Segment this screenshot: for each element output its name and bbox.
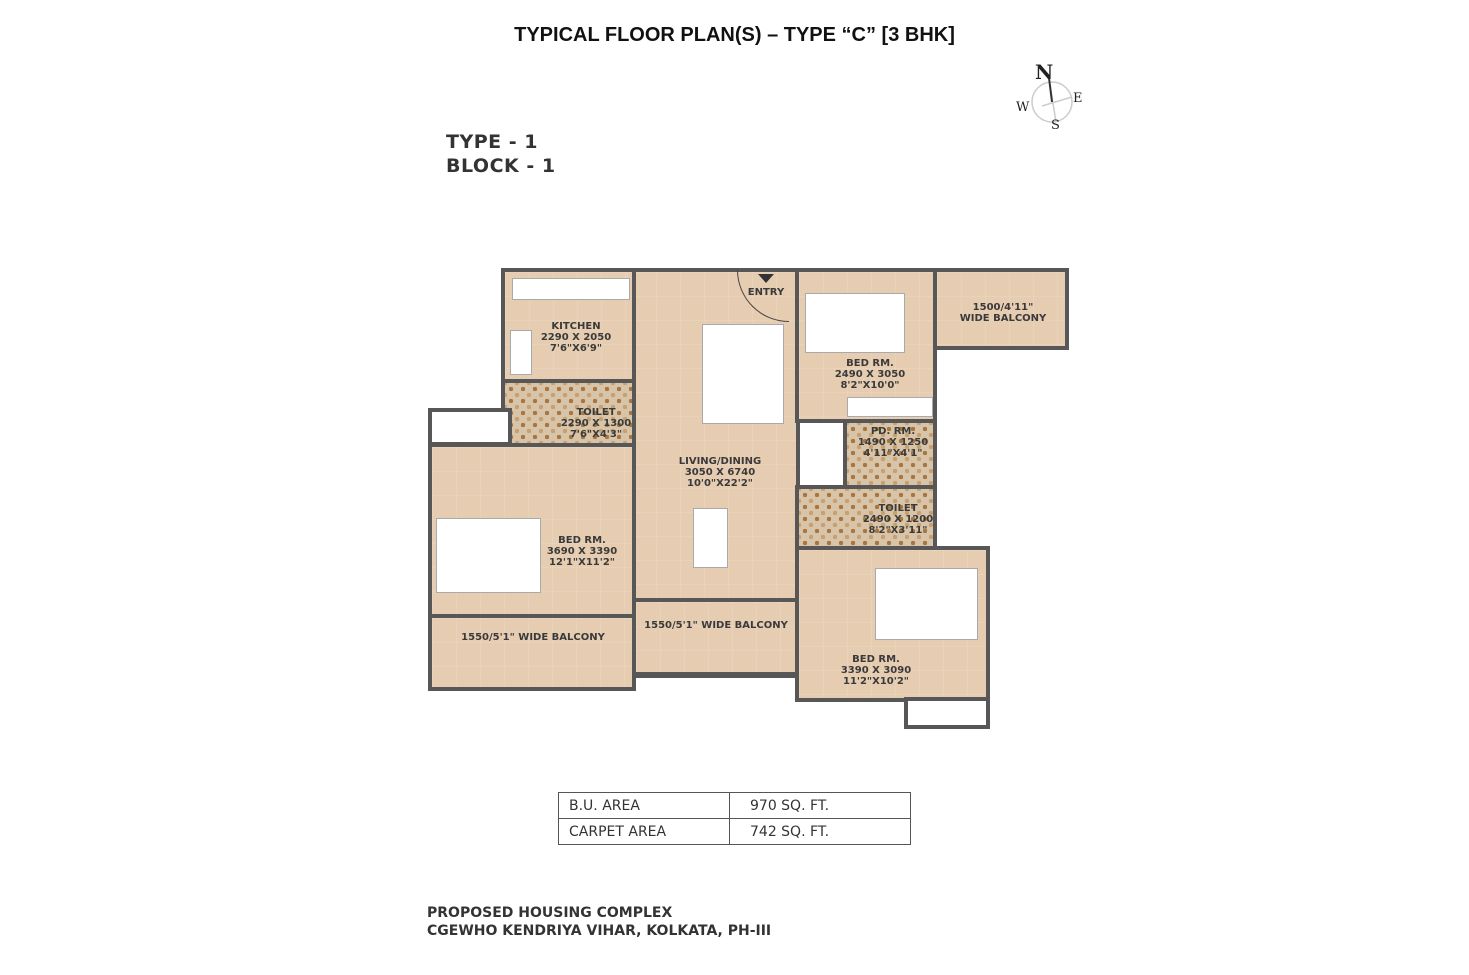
balcony-middle-label: 1550/5'1" WIDE BALCONY bbox=[644, 620, 788, 631]
dining-table bbox=[693, 508, 728, 568]
page-title: TYPICAL FLOOR PLAN(S) – TYPE “C” [3 BHK] bbox=[514, 24, 955, 46]
wardrobe-top bbox=[847, 397, 933, 417]
kitchen-counter bbox=[512, 278, 630, 300]
area-table: B.U. AREA 970 SQ. FT. CARPET AREA 742 SQ… bbox=[558, 792, 911, 845]
area-value: 970 SQ. FT. bbox=[729, 792, 911, 819]
area-value: 742 SQ. FT. bbox=[729, 818, 911, 845]
compass-north: N bbox=[1035, 60, 1054, 84]
area-label: CARPET AREA bbox=[558, 818, 730, 845]
wardrobe-left bbox=[428, 408, 512, 446]
compass-east: E bbox=[1073, 91, 1083, 106]
footer-line-2: CGEWHO KENDRIYA VIHAR, KOLKATA, PH-III bbox=[427, 923, 772, 939]
compass-south: S bbox=[1051, 118, 1060, 133]
table-row: B.U. AREA 970 SQ. FT. bbox=[558, 792, 911, 819]
bed-top bbox=[805, 293, 905, 353]
toilet-room-2 bbox=[795, 485, 937, 552]
balcony-left-label: 1550/5'1" WIDE BALCONY bbox=[461, 632, 605, 643]
kitchen-sink bbox=[510, 330, 532, 375]
pd-room bbox=[843, 419, 937, 489]
bed-left bbox=[436, 518, 541, 593]
table-row: CARPET AREA 742 SQ. FT. bbox=[558, 818, 911, 845]
sofa bbox=[702, 324, 784, 424]
wardrobe-right bbox=[904, 697, 990, 729]
entry-label: ENTRY bbox=[747, 287, 785, 298]
balcony-top bbox=[933, 268, 1069, 350]
compass-icon: N E S W bbox=[1010, 60, 1090, 140]
balcony-top-label: 1500/4'11"WIDE BALCONY bbox=[959, 302, 1047, 324]
balcony-middle bbox=[632, 598, 800, 676]
balcony-left bbox=[428, 614, 636, 691]
block-label: BLOCK - 1 bbox=[446, 155, 556, 177]
area-label: B.U. AREA bbox=[558, 792, 730, 819]
footer-line-1: PROPOSED HOUSING COMPLEX bbox=[427, 905, 673, 921]
bed-right bbox=[875, 568, 978, 640]
entry-arrow-icon bbox=[758, 274, 774, 283]
toilet-room-1 bbox=[501, 379, 636, 447]
compass-west: W bbox=[1016, 100, 1030, 115]
type-label: TYPE - 1 bbox=[446, 131, 538, 153]
